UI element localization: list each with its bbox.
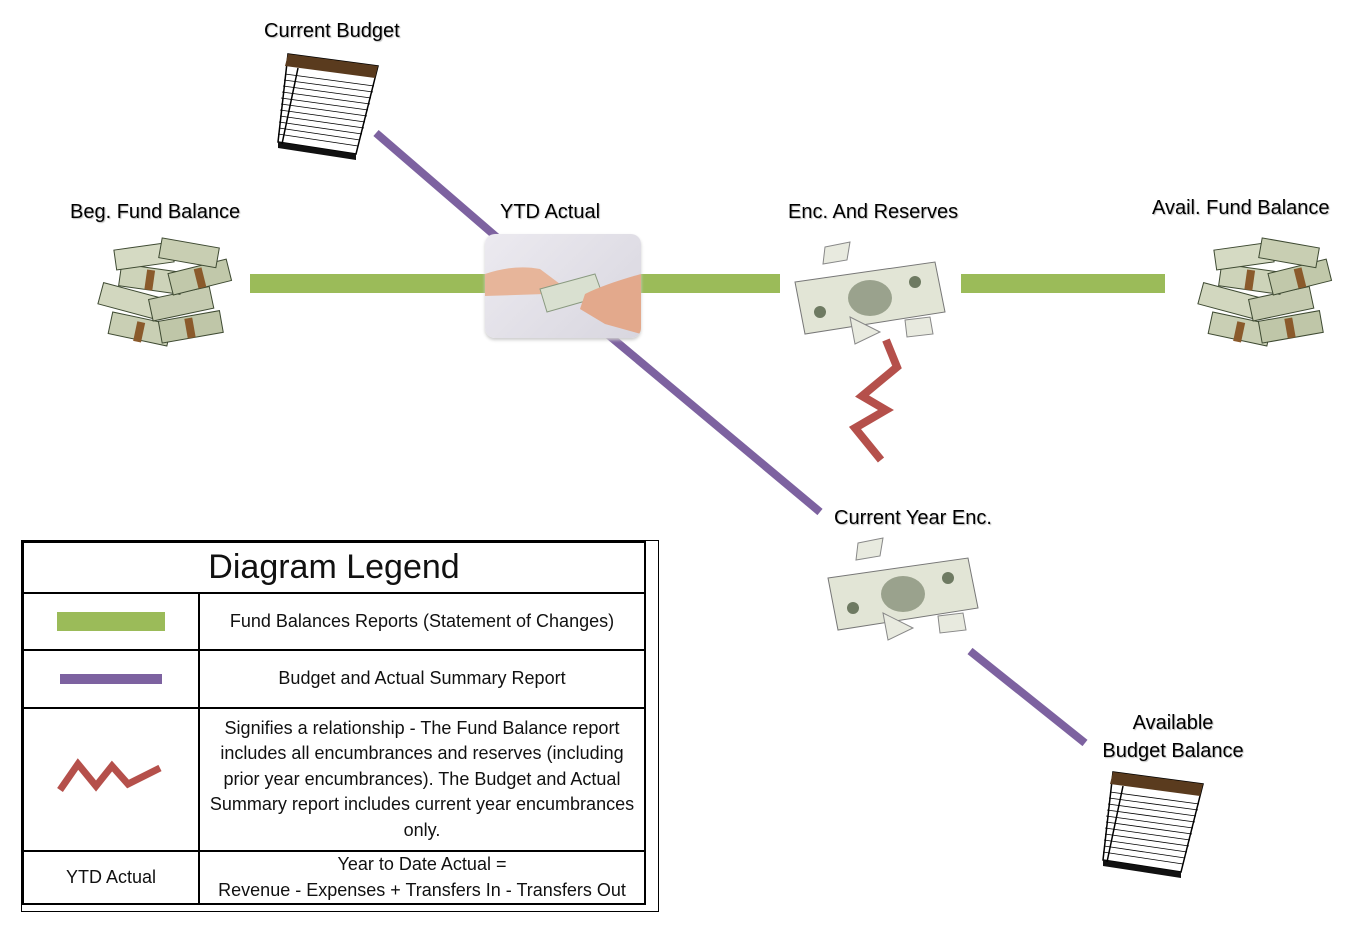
green-line-enc-to-avail	[961, 274, 1165, 293]
purple-line-ytd-to-cye	[603, 329, 823, 516]
legend-title: Diagram Legend	[22, 541, 646, 594]
legend-row: Fund Balances Reports (Statement of Chan…	[22, 592, 646, 651]
legend-ytd-label: YTD Actual	[22, 850, 200, 905]
fund-balance-connectors	[250, 274, 1165, 293]
green-bar-swatch	[57, 612, 165, 631]
label-current-budget: Current Budget	[264, 20, 400, 42]
money-stack-icon-beg	[97, 237, 233, 347]
diagram-legend: Diagram Legend Fund Balances Reports (St…	[22, 541, 646, 905]
label-ytd-actual: YTD Actual	[500, 201, 601, 223]
torn-bill-icon-cye	[827, 537, 979, 641]
legend-row: Signifies a relationship - The Fund Bala…	[22, 707, 646, 852]
budget-actual-connectors	[373, 129, 1088, 747]
label-available-budget-balance: Available Budget Balance	[1094, 709, 1252, 765]
label-enc-and-reserves: Enc. And Reserves	[788, 201, 959, 223]
legal-pad-icon-current-budget	[277, 53, 379, 161]
legend-text: Year to Date Actual = Revenue - Expenses …	[198, 850, 646, 905]
label-line-1: Available	[1132, 712, 1214, 734]
label-avail-fund-balance: Avail. Fund Balance	[1152, 197, 1330, 219]
legend-text: Fund Balances Reports (Statement of Chan…	[198, 592, 646, 651]
legend-text: Budget and Actual Summary Report	[198, 649, 646, 709]
legend-text: Signifies a relationship - The Fund Bala…	[198, 707, 646, 852]
money-stack-icon-avail	[1197, 237, 1333, 347]
green-line-ytd-to-enc	[636, 274, 780, 293]
relationship-zigzag	[848, 338, 902, 463]
purple-line-budget-to-ytd	[373, 129, 503, 244]
legend-row: Budget and Actual Summary Report	[22, 649, 646, 709]
label-line-2: Budget Balance	[1102, 740, 1244, 762]
purple-line-cye-to-available	[967, 647, 1088, 747]
purple-bar-swatch	[60, 674, 162, 684]
money-handover-photo	[485, 234, 641, 338]
green-line-beg-to-ytd	[250, 274, 490, 293]
torn-bill-icon-enc	[794, 241, 946, 345]
label-current-year-enc: Current Year Enc.	[834, 507, 992, 529]
formula-line-1: Year to Date Actual =	[337, 854, 507, 874]
red-zigzag-swatch	[57, 757, 162, 792]
legend-frame	[21, 540, 659, 912]
legal-pad-icon-available-budget	[1102, 771, 1204, 879]
formula-line-2: Revenue - Expenses + Transfers In - Tran…	[218, 879, 626, 900]
legend-row: YTD Actual Year to Date Actual = Revenue …	[22, 850, 646, 905]
label-beg-fund-balance: Beg. Fund Balance	[70, 201, 241, 223]
